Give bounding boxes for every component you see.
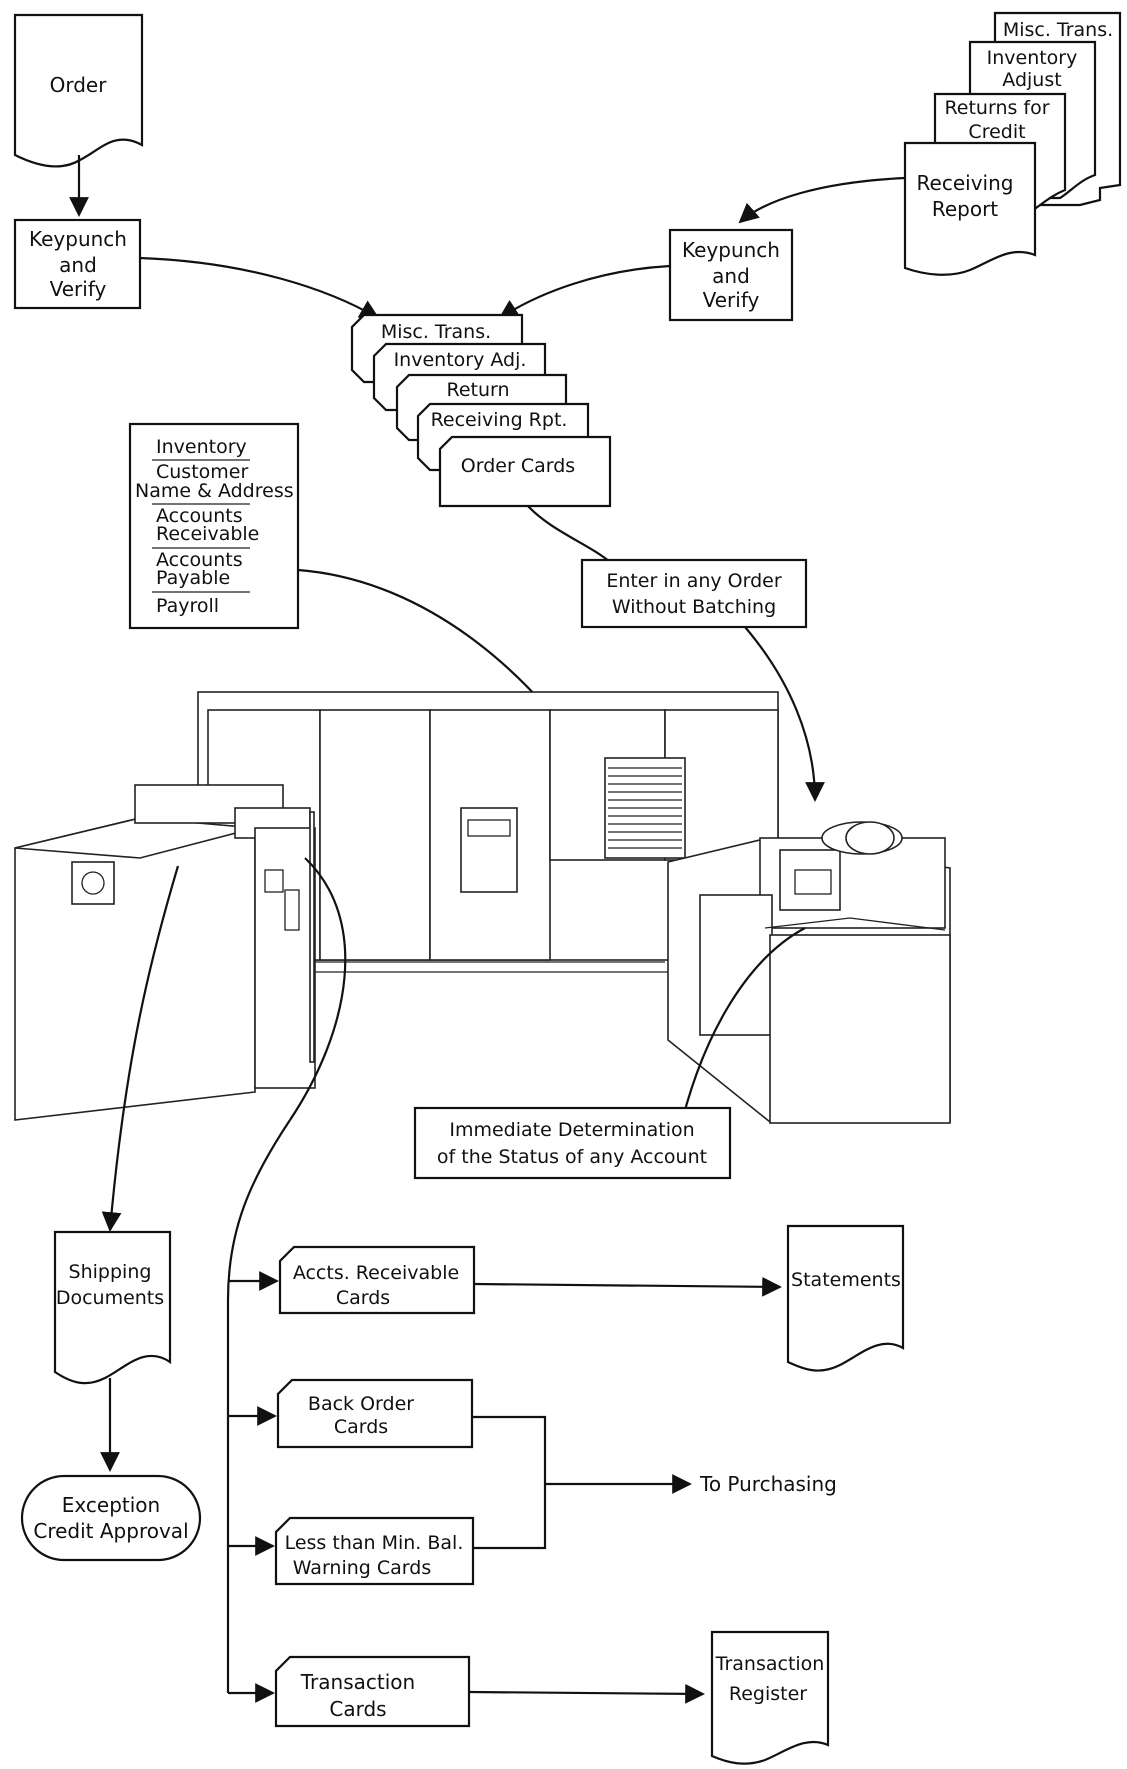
exception-credit-terminal: Exception Credit Approval (20, 1474, 202, 1562)
deck-card-misc-trans: Misc. Trans. (381, 321, 491, 343)
source-returns-credit-1: Returns for (944, 97, 1049, 119)
shipping-line-2: Documents (56, 1287, 164, 1309)
line-reader-to-output-trunk (289, 857, 347, 1121)
file-payroll: Payroll (156, 595, 219, 617)
register-line-2: Register (729, 1683, 807, 1705)
transaction-cards-line-1: Transaction (300, 1670, 415, 1694)
keypunch-left-line-2: and (59, 253, 97, 277)
arrow-source-docs-to-keypunch (738, 176, 906, 224)
keypunch-right-line-2: and (712, 264, 750, 288)
file-accounts-payable-1: Accounts (156, 549, 243, 571)
min-bal-line-1: Less than Min. Bal. (285, 1532, 464, 1554)
register-line-1: Transaction (715, 1653, 825, 1675)
source-receiving-report-2: Report (932, 197, 998, 221)
exception-line-1: Exception (62, 1493, 160, 1517)
arrow-ar-to-statements (473, 1276, 782, 1297)
files-box: Inventory Customer Name & Address Accoun… (128, 422, 300, 630)
line-console-to-status-note (676, 927, 806, 1139)
statements-label: Statements (791, 1269, 901, 1291)
shipping-documents: Shipping Documents (53, 1230, 172, 1385)
deck-card-return: Return (446, 379, 509, 401)
source-misc-trans: Misc. Trans. (1003, 19, 1113, 41)
min-bal-cards: Less than Min. Bal. Warning Cards (274, 1516, 475, 1586)
enter-note-box: Enter in any Order Without Batching (580, 558, 808, 629)
back-order-line-1: Back Order (308, 1393, 414, 1415)
status-note-line-1: Immediate Determination (449, 1119, 694, 1141)
deck-card-order-cards: Order Cards (461, 455, 575, 477)
keypunch-right-line-1: Keypunch (682, 238, 780, 262)
deck-card-inventory-adj: Inventory Adj. (394, 349, 527, 371)
source-inventory-adjust-2: Adjust (1002, 69, 1061, 91)
output-trunk-line (226, 1119, 291, 1693)
back-order-line-2: Cards (334, 1416, 388, 1438)
order-label: Order (50, 73, 108, 97)
file-accounts-receivable-1: Accounts (156, 505, 243, 527)
keypunch-left-line-3: Verify (50, 277, 107, 301)
ar-cards: Accts. Receivable Cards (278, 1245, 476, 1315)
file-inventory: Inventory (156, 436, 247, 458)
file-customer: Customer (156, 461, 248, 483)
statements-document: Statements (786, 1224, 905, 1372)
source-documents-stack: Misc. Trans. Inventory Adjust Returns fo… (903, 11, 1122, 276)
back-order-cards: Back Order Cards (276, 1378, 474, 1449)
to-purchasing-label: To Purchasing (699, 1472, 837, 1496)
file-name-address: Name & Address (135, 480, 294, 502)
computer-system-illustration (14, 691, 951, 1124)
deck-card-receiving-rpt: Receiving Rpt. (431, 409, 568, 431)
arrow-keypunch-left-to-deck (139, 256, 380, 319)
arrow-reader-to-shipping (101, 865, 180, 1232)
enter-note-line-2: Without Batching (612, 596, 776, 618)
file-accounts-payable-2: Payable (156, 567, 230, 589)
arrow-enter-note-to-console (744, 626, 825, 802)
keypunch-right-line-3: Verify (703, 288, 760, 312)
transaction-register-document: Transaction Register (710, 1630, 830, 1765)
arrow-transaction-to-register (468, 1683, 705, 1704)
ar-cards-line-2: Cards (336, 1287, 390, 1309)
card-deck: Misc. Trans. Inventory Adj. Return Recei… (350, 313, 612, 508)
transaction-cards-line-2: Cards (329, 1697, 386, 1721)
file-accounts-receivable-2: Receivable (156, 523, 259, 545)
transaction-cards: Transaction Cards (274, 1655, 471, 1728)
keypunch-verify-left: Keypunch and Verify (13, 218, 142, 310)
line-deck-to-enter-note (527, 505, 611, 563)
keypunch-left-line-1: Keypunch (29, 227, 127, 251)
bracket-to-purchasing (472, 1415, 547, 1550)
enter-note-line-1: Enter in any Order (606, 570, 782, 592)
keypunch-verify-right: Keypunch and Verify (668, 228, 794, 322)
arrow-keypunch-right-to-deck (498, 264, 671, 320)
ar-cards-line-1: Accts. Receivable (293, 1262, 459, 1284)
shipping-line-1: Shipping (69, 1261, 152, 1283)
min-bal-line-2: Warning Cards (293, 1557, 432, 1579)
exception-line-2: Credit Approval (33, 1519, 188, 1543)
status-note-line-2: of the Status of any Account (437, 1146, 707, 1168)
status-note-box: Immediate Determination of the Status of… (413, 1106, 732, 1180)
source-returns-credit-2: Credit (968, 121, 1025, 143)
source-receiving-report-1: Receiving (917, 171, 1014, 195)
order-document: Order (13, 13, 144, 168)
source-inventory-adjust-1: Inventory (987, 47, 1078, 69)
